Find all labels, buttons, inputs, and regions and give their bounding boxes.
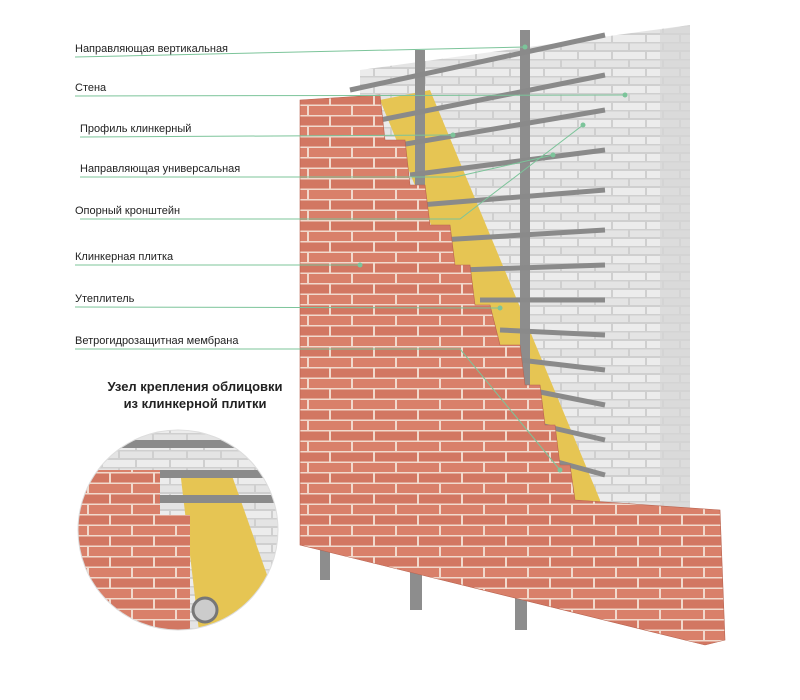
- horizontal-profiles: [349, 32, 606, 478]
- label-wall: Стена: [75, 82, 107, 94]
- label-universal-guide: Направляющая универсальная: [80, 163, 241, 175]
- inset-title: Узел крепления облицовки из клинкерной п…: [70, 378, 320, 412]
- label-insulation: Утеплитель: [75, 293, 135, 305]
- label-clinker-profile: Профиль клинкерный: [80, 123, 192, 135]
- label-membrane: Ветрогидрозащитная мембрана: [75, 335, 239, 347]
- inset-title-line-1: Узел крепления облицовки: [107, 379, 283, 394]
- clinker-tiles: [299, 94, 726, 646]
- inset-title-line-2: из клинкерной плитки: [123, 396, 267, 411]
- label-support-bracket: Опорный кронштейн: [75, 205, 181, 217]
- label-vertical-guide: Направляющая вертикальная: [75, 43, 229, 55]
- inset-detail: [78, 430, 278, 630]
- label-clinker-tile: Клинкерная плитка: [75, 251, 174, 263]
- leader-dots: [357, 44, 628, 473]
- leader-lines: [74, 46, 626, 471]
